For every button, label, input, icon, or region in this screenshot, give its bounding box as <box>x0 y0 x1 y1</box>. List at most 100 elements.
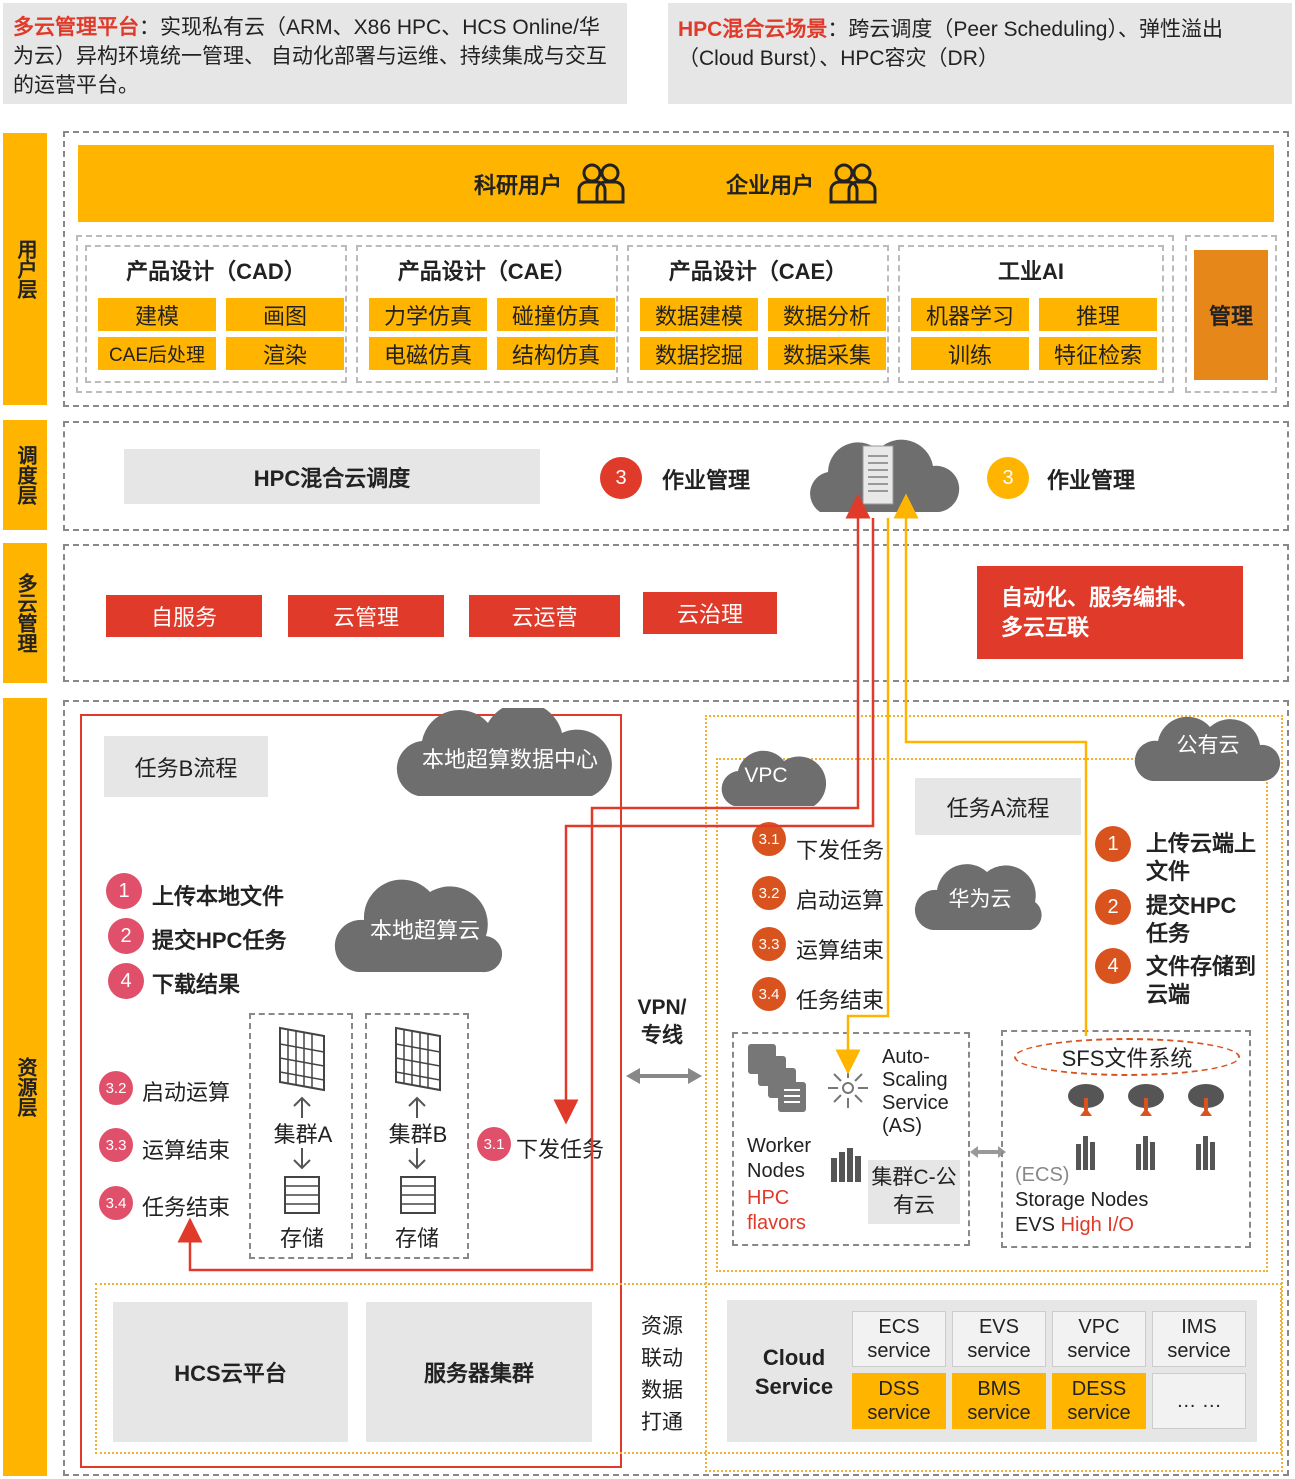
hpc-flavors-label: HPC flavors <box>747 1187 806 1234</box>
service-sub: service <box>967 1340 1031 1362</box>
app-group-ai: 工业AI 机器学习 推理 训练 特征检索 <box>898 245 1164 383</box>
cloud-management-button[interactable]: 云管理 <box>288 595 444 637</box>
app-cell[interactable]: 训练 <box>911 337 1029 370</box>
app-cell[interactable]: CAE后处理 <box>98 337 216 370</box>
step-badge: 3.2 <box>752 876 786 910</box>
server-rack-icon <box>279 1026 325 1092</box>
users-icon <box>829 163 877 203</box>
cloud-icon <box>334 879 502 973</box>
users-icon <box>577 163 625 203</box>
app-cell[interactable]: 结构仿真 <box>497 337 615 370</box>
layer-label-multicloud: 多云管理 <box>3 543 47 683</box>
cloud-governance-button[interactable]: 云治理 <box>643 592 777 634</box>
clusterC-label: 集群C-公有云 <box>868 1160 960 1224</box>
app-cell[interactable]: 机器学习 <box>911 298 1029 331</box>
sfs-label: SFS文件系统 <box>1014 1038 1240 1076</box>
infrastructure-region <box>95 1283 1282 1454</box>
group-title: 产品设计（CAD） <box>126 259 306 284</box>
hpc-scheduler: HPC混合云调度 <box>124 449 540 504</box>
scenario-text: ：跨云调度（Peer Scheduling）、弹性溢出（Cloud Burst）… <box>678 18 1223 70</box>
app-cell[interactable]: 力学仿真 <box>369 298 487 331</box>
service-name: DSS <box>878 1378 920 1400</box>
as-label: Auto-Scaling Service (AS) <box>882 1046 949 1137</box>
server-rack-icon <box>395 1026 441 1092</box>
step-label: 提交HPC任务 <box>152 928 287 953</box>
autoscaling-icon <box>828 1068 868 1108</box>
hcs-platform: HCS云平台 <box>113 1302 348 1442</box>
service-name: BMS <box>977 1378 1021 1400</box>
clusterA-label: 集群A <box>262 1118 344 1148</box>
step-badge: 3.4 <box>752 977 786 1011</box>
storage-label: 存储 <box>279 1226 324 1251</box>
evs-text: EVS <box>1015 1214 1061 1236</box>
step-label: 下发任务 <box>516 1137 605 1162</box>
service-name: EVS <box>978 1316 1019 1338</box>
manage-button[interactable]: 管理 <box>1194 250 1268 380</box>
app-cell[interactable]: 数据挖掘 <box>640 337 758 370</box>
step-label: 下载结果 <box>152 972 241 997</box>
cloud-icon <box>1134 716 1281 781</box>
server-cluster: 服务器集群 <box>366 1302 592 1442</box>
app-cell[interactable]: 电磁仿真 <box>369 337 487 370</box>
service-sub: service <box>867 1402 931 1424</box>
self-service-button[interactable]: 自服务 <box>106 595 262 637</box>
group-title: 工业AI <box>997 259 1064 284</box>
manage-container <box>1185 235 1277 393</box>
layer-label-resource: 资源层 <box>3 698 47 1476</box>
step-label: 运算结束 <box>796 938 885 963</box>
platform-text: ：实现私有云（ARM、X86 HPC、HCS Online/华为云）异构环境统一… <box>13 16 607 97</box>
local-cloud-label: 本地超算云 <box>369 918 480 943</box>
app-cell[interactable]: 数据采集 <box>768 337 886 370</box>
job-management-label: 作业管理 <box>1047 468 1136 493</box>
app-cell[interactable]: 画图 <box>226 298 344 331</box>
storage-label: 存储 <box>394 1226 439 1251</box>
service-tile[interactable]: … … <box>1152 1373 1246 1429</box>
service-sub: service <box>1067 1340 1131 1362</box>
automation-box: 自动化、服务编排、多云互联 <box>977 566 1243 659</box>
ecs-label: (ECS) <box>1015 1164 1070 1186</box>
double-arrow-icon <box>408 1096 426 1170</box>
service-sub: service <box>1067 1402 1131 1424</box>
step-badge: 3.2 <box>99 1071 133 1105</box>
worker-nodes-label: Worker Nodes <box>747 1135 812 1182</box>
app-cell[interactable]: 数据建模 <box>640 298 758 331</box>
app-cell[interactable]: 碰撞仿真 <box>497 298 615 331</box>
step-badge: 1 <box>1095 826 1131 862</box>
app-cell[interactable]: 推理 <box>1039 298 1157 331</box>
app-cell[interactable]: 特征检索 <box>1039 337 1157 370</box>
service-name: DESS <box>1071 1378 1127 1400</box>
app-cell[interactable]: 数据分析 <box>768 298 886 331</box>
app-group-cae: 产品设计（CAE） 力学仿真 碰撞仿真 电磁仿真 结构仿真 <box>356 245 618 383</box>
platform-description: 多云管理平台：实现私有云（ARM、X86 HPC、HCS Online/华为云）… <box>3 3 627 104</box>
app-cell[interactable]: 建模 <box>98 298 216 331</box>
step-badge: 3 <box>987 457 1029 499</box>
cloud-server-icon <box>810 439 960 512</box>
step-badge: 3.4 <box>99 1186 133 1220</box>
bidirectional-arrow-icon <box>626 1068 702 1084</box>
service-name: IMS <box>1181 1316 1217 1338</box>
group-title: 产品设计（CAE） <box>668 259 848 284</box>
step-label: 任务结束 <box>796 988 885 1013</box>
cloud-operation-button[interactable]: 云运营 <box>469 595 620 637</box>
research-user-label: 科研用户 <box>473 172 562 198</box>
step-badge: 3.3 <box>99 1128 133 1162</box>
clusterB-label: 集群B <box>377 1118 459 1148</box>
step-badge: 2 <box>108 918 144 954</box>
storage-nodes-box <box>1001 1030 1251 1248</box>
public-cloud-label: 公有云 <box>1176 734 1240 757</box>
enterprise-user-label: 企业用户 <box>726 172 815 198</box>
service-name: … … <box>1176 1390 1222 1412</box>
app-cell[interactable]: 渲染 <box>226 337 344 370</box>
ecs-storage-icons <box>1068 1084 1224 1170</box>
step-badge: 4 <box>108 963 144 999</box>
scenario-title: HPC混合云场景 <box>678 18 828 41</box>
storage-nodes-label: Storage Nodes <box>1015 1189 1149 1211</box>
